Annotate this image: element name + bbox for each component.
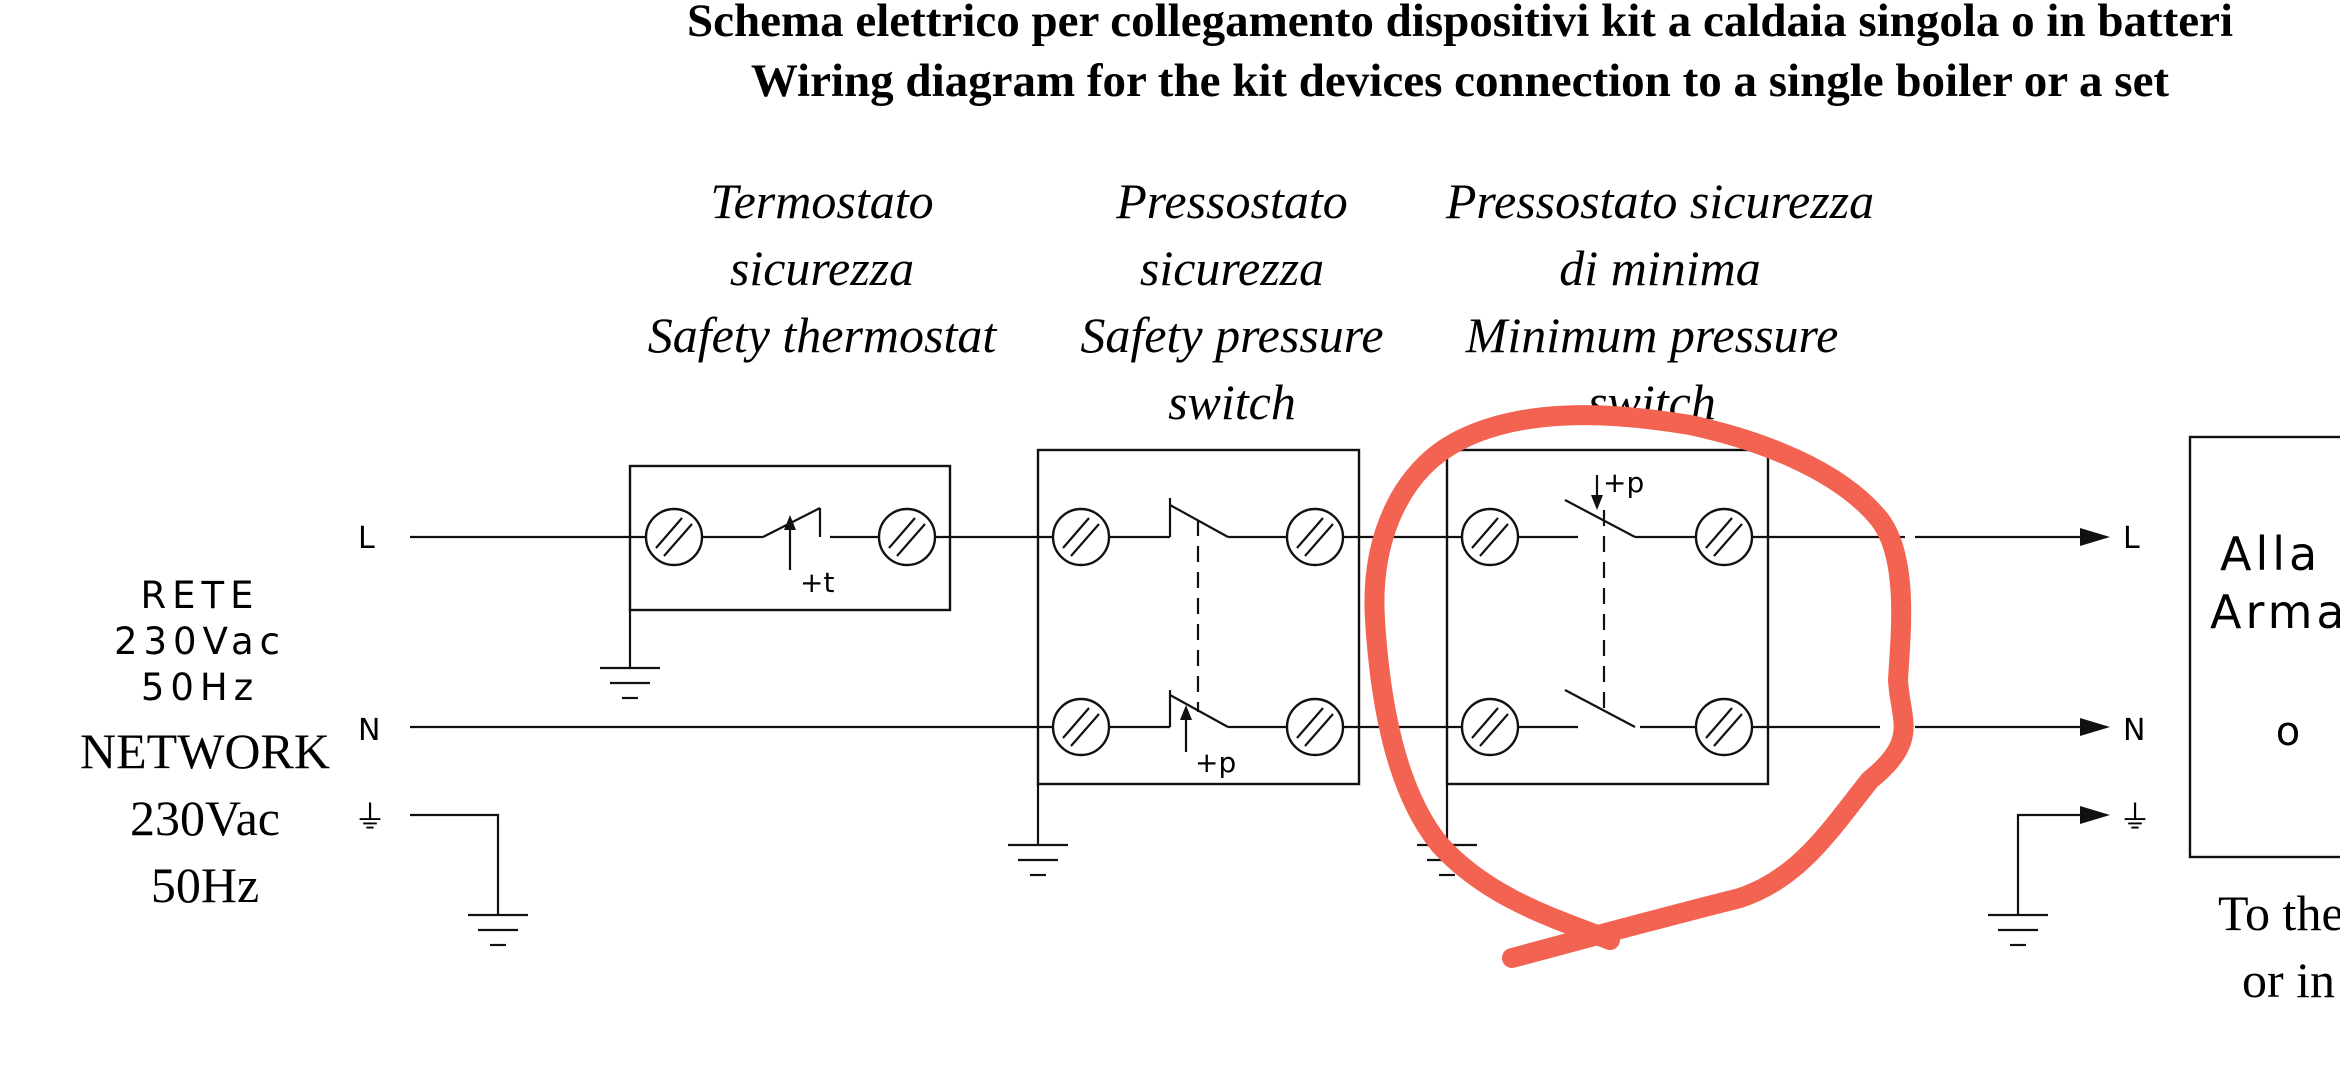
- thermostat-contact-label: +t: [800, 566, 834, 599]
- earth-label-left: ⏚: [354, 798, 386, 836]
- earth-wire-left: [410, 813, 528, 947]
- label-safety-pressure-switch: Pressostato sicurezza Safety pressure sw…: [1080, 173, 1383, 430]
- neutral-wire: [410, 718, 2110, 736]
- label-line: Safety thermostat: [648, 307, 998, 363]
- label-line: switch: [1168, 374, 1296, 430]
- network-line: RETE: [140, 574, 259, 617]
- caption-line: To the: [2218, 885, 2340, 941]
- label-line: Safety pressure: [1080, 307, 1383, 363]
- label-line: Minimum pressure: [1465, 307, 1839, 363]
- terminal-screw: [644, 507, 704, 567]
- panel-line: Arma: [2210, 585, 2340, 639]
- panel-marker: o: [2276, 709, 2300, 755]
- network-line: 230Vac: [130, 790, 280, 846]
- network-label-english: NETWORK 230Vac 50Hz: [80, 723, 330, 913]
- title-english: Wiring diagram for the kit devices conne…: [751, 55, 2170, 107]
- terminal-screw: [877, 507, 937, 567]
- network-line: 230Vac: [114, 620, 286, 663]
- terminal-screw: [1285, 697, 1345, 757]
- terminal-screw: [1694, 697, 1754, 757]
- neutral-label-left: N: [358, 713, 380, 748]
- earth-wire-right: [1988, 806, 2110, 947]
- live-wire: [410, 528, 2110, 546]
- min-pressure-contact-label: +p: [1603, 466, 1644, 499]
- neutral-arrow-head: [2080, 718, 2110, 736]
- minimum-pressure-switch-device: +p: [1417, 448, 1770, 877]
- output-panel-caption: To the or in: [2218, 885, 2340, 1008]
- earth-label-right: ⏚: [2119, 798, 2151, 836]
- terminal-screw: [1460, 507, 1520, 567]
- label-line: Pressostato sicurezza: [1445, 173, 1874, 229]
- terminal-screw: [1051, 697, 1111, 757]
- terminal-screw: [1694, 507, 1754, 567]
- panel-line: Alla: [2220, 527, 2321, 581]
- live-label-left: L: [358, 521, 375, 556]
- earth-arrow-head: [2080, 806, 2110, 824]
- safety-pressure-switch-device: +p: [1008, 448, 1361, 877]
- label-line: di minima: [1559, 240, 1760, 296]
- label-safety-thermostat: Termostato sicurezza Safety thermostat: [648, 173, 998, 363]
- output-panel: Alla Arma o: [2188, 435, 2340, 859]
- network-line: 50Hz: [151, 857, 259, 913]
- label-line: sicurezza: [730, 240, 914, 296]
- label-line: Pressostato: [1115, 173, 1348, 229]
- live-label-right: L: [2123, 521, 2140, 556]
- title-italian: Schema elettrico per collegamento dispos…: [687, 0, 2233, 47]
- label-minimum-pressure-switch: Pressostato sicurezza di minima Minimum …: [1445, 173, 1874, 430]
- terminal-screw: [1051, 507, 1111, 567]
- pressure-contact-label: +p: [1195, 746, 1236, 779]
- network-line: 50Hz: [141, 666, 259, 709]
- terminal-screw: [1460, 697, 1520, 757]
- caption-line: or in: [2242, 952, 2335, 1008]
- safety-thermostat-device: +t: [600, 464, 952, 700]
- network-label-italian: RETE 230Vac 50Hz: [114, 574, 286, 709]
- label-line: Termostato: [710, 173, 933, 229]
- network-line: NETWORK: [80, 723, 330, 779]
- live-arrow-head: [2080, 528, 2110, 546]
- red-annotation-circle: [1364, 405, 1914, 968]
- label-line: sicurezza: [1140, 240, 1324, 296]
- neutral-label-right: N: [2123, 713, 2145, 748]
- terminal-screw: [1285, 507, 1345, 567]
